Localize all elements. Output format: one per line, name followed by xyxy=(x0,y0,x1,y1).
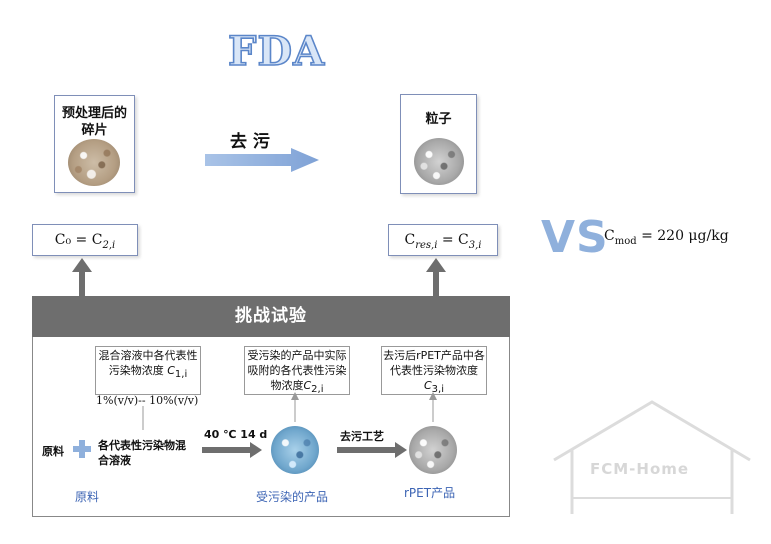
particles-card: 粒子 xyxy=(400,94,477,194)
particles-image xyxy=(414,138,464,185)
label-contaminated-product: 受污染的产品 xyxy=(256,490,329,504)
box1-symbol: C xyxy=(167,364,175,377)
formula-right-c: C xyxy=(404,232,416,248)
raw-material-text: 原料 xyxy=(42,445,64,458)
label-raw: 原料 xyxy=(75,490,100,504)
residual-concentration-box: Cres,i = C3,i xyxy=(388,224,498,256)
challenge-test-banner: 挑战试验 xyxy=(32,296,510,337)
box2-sub: 2,i xyxy=(311,384,324,396)
decontamination-arrow xyxy=(205,148,319,172)
pretreated-flakes-card: 预处理后的碎片 xyxy=(54,95,135,193)
box3-symbol: C xyxy=(423,379,432,392)
page-title: FDA xyxy=(227,27,326,76)
label-rpet-product: rPET产品 xyxy=(404,486,456,500)
formula-right-sub1: res,i xyxy=(415,239,438,251)
decontamination-process-text: 去污工艺 xyxy=(340,430,384,443)
box2-text: 受污染的产品中实际吸附的各代表性污染物浓度 xyxy=(247,349,347,392)
decontaminated-concentration-box: 去污后rPET产品中各代表性污染物浓度 C3,i xyxy=(381,346,487,395)
process-label: 去 污 xyxy=(230,132,270,152)
watermark-text: FCM-Home xyxy=(590,460,690,478)
box1-sub: 1,i xyxy=(174,369,188,381)
box1-text: 混合溶液中各代表性污染物浓度 xyxy=(98,349,198,377)
condition-text: 40 ℃ 14 d xyxy=(204,428,268,441)
box3-sub: 3,i xyxy=(431,384,444,396)
cmod-formula: Cmod = 220 μg/kg xyxy=(604,228,729,247)
cmod-value: = 220 μg/kg xyxy=(636,228,729,244)
mixture-concentration-box: 混合溶液中各代表性污染物浓度 C1,i xyxy=(95,346,201,395)
cmod-sub: mod xyxy=(614,235,637,247)
box2-symbol: C xyxy=(303,379,312,392)
initial-concentration-box: C₀ = C2,i xyxy=(32,224,138,256)
particles-label: 粒子 xyxy=(425,112,452,127)
box3-text: 去污后rPET产品中各代表性污染物浓度 xyxy=(383,349,485,377)
range-label: 1%(v/v)-- 10%(v/v) xyxy=(96,394,199,407)
contaminated-product-image xyxy=(271,426,319,474)
pretreated-flakes-label: 预处理后的碎片 xyxy=(61,106,127,138)
mixture-solution-text: 各代表性污染物混合溶液 xyxy=(98,439,186,467)
house-watermark-icon xyxy=(553,400,751,514)
up-arrow-right xyxy=(426,258,446,298)
formula-left-sub: 2,i xyxy=(102,239,116,251)
up-arrow-left xyxy=(72,258,92,298)
flakes-image xyxy=(68,139,120,186)
formula-left-main: C₀ = C xyxy=(54,232,103,248)
cmod-c: C xyxy=(604,228,615,244)
adsorbed-concentration-box: 受污染的产品中实际吸附的各代表性污染物浓度C2,i xyxy=(244,346,350,395)
vs-label: VS xyxy=(541,212,609,263)
formula-right-sub2: 3,i xyxy=(468,239,482,251)
rpet-product-image xyxy=(409,426,457,474)
formula-right-mid: = C xyxy=(437,232,469,248)
